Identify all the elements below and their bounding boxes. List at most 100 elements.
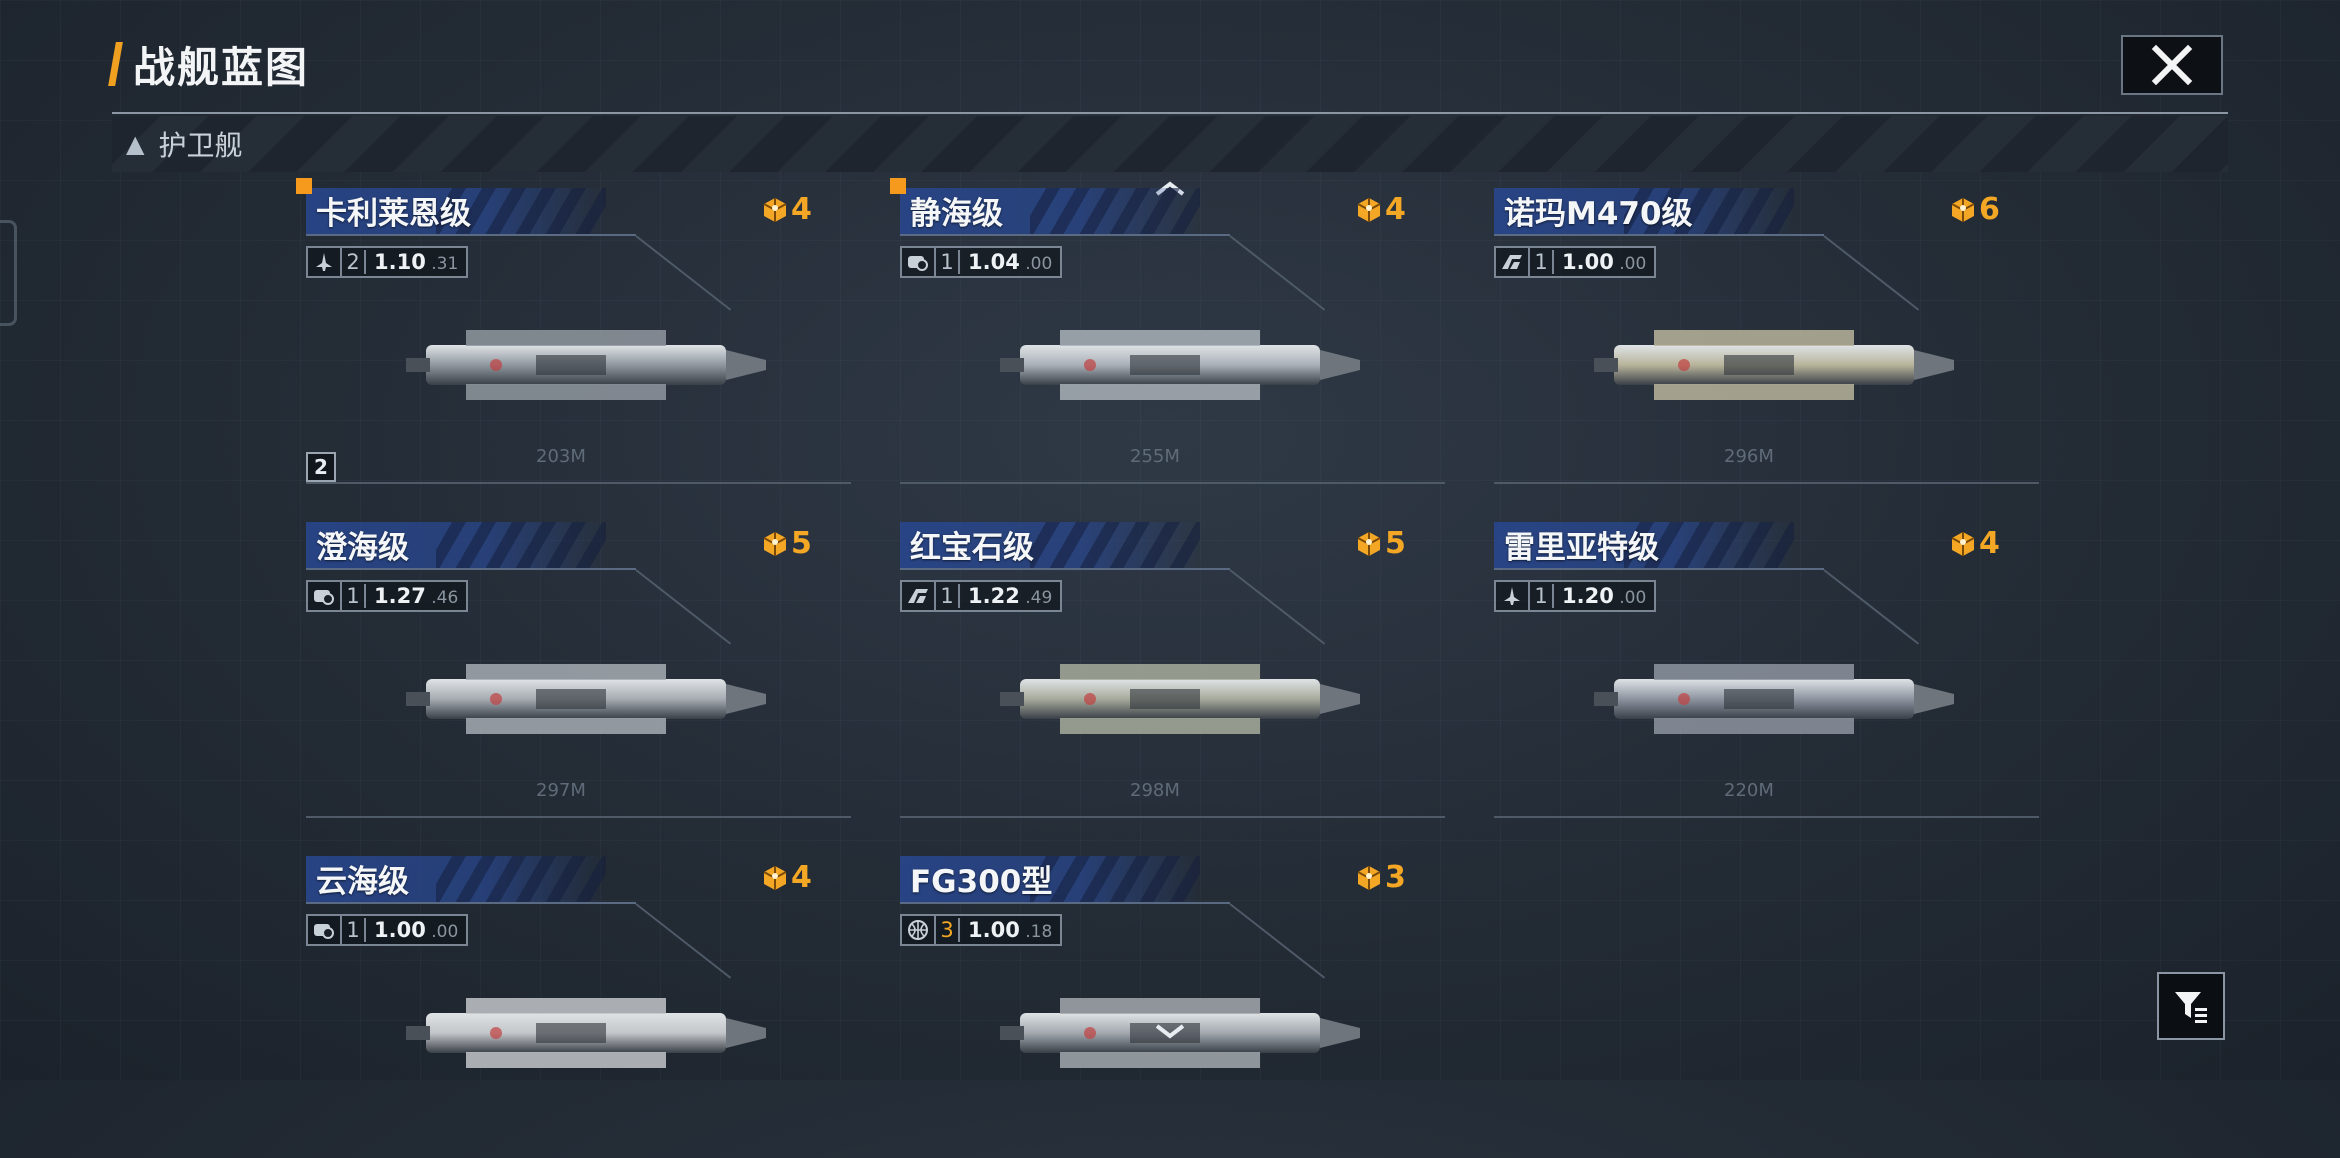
- ship-tier: 3: [936, 918, 960, 942]
- ship-tier: 1: [1530, 250, 1554, 274]
- filter-button[interactable]: [2157, 972, 2225, 1040]
- ship-name-bar: [1494, 522, 1794, 568]
- ship-image-container: [1574, 290, 1974, 444]
- ship-card-fg300[interactable]: FG300型 3 3 1.00 .18: [900, 848, 1445, 1158]
- ship-blueprint-image: [1000, 664, 1360, 734]
- ship-length-label: 203M: [536, 446, 586, 467]
- ship-name: 云海级: [316, 864, 409, 900]
- globe-icon: [902, 916, 936, 944]
- stat-main-value: 1.04: [968, 250, 1020, 274]
- ship-length-scale: [1494, 806, 2039, 818]
- stat-sub-value: 49: [1030, 588, 1053, 608]
- category-toggle-frigate[interactable]: ▲ 护卫舰: [112, 116, 2228, 172]
- ship-length-scale: [306, 806, 851, 818]
- ship-blueprint-image: [1594, 330, 1954, 400]
- blueprint-cost: 4: [761, 860, 812, 895]
- category-label: 护卫舰: [158, 129, 243, 162]
- resource-cube-icon: [763, 197, 787, 222]
- ship-name-bar: [306, 188, 606, 234]
- new-flag-marker: [296, 178, 312, 194]
- ship-length-scale: [900, 472, 1445, 484]
- name-underline: [306, 568, 636, 570]
- cost-value: 4: [1979, 526, 2000, 561]
- ship-name-bar: [1494, 188, 1794, 234]
- fighter-icon: [308, 248, 342, 276]
- ship-image-container: [980, 624, 1380, 778]
- close-icon: [2151, 44, 2193, 86]
- ship-length-label: 297M: [536, 780, 586, 801]
- ship-card-kalilaine[interactable]: 卡利莱恩级 4 2 1.10 .31 203M 2: [296, 178, 851, 490]
- ship-length-label: 298M: [1130, 780, 1180, 801]
- ship-stat-value: 1.20 .00: [1562, 584, 1647, 608]
- resource-cube-icon: [763, 865, 787, 890]
- stat-main-value: 1.20: [1562, 584, 1614, 608]
- stat-main-value: 1.10: [374, 250, 426, 274]
- shield-icon: [308, 916, 342, 944]
- ship-length-label: 296M: [1724, 446, 1774, 467]
- ship-tier: 1: [342, 918, 366, 942]
- ship-blueprint-image: [406, 664, 766, 734]
- cost-value: 4: [791, 192, 812, 227]
- stat-sub-value: 31: [436, 254, 459, 274]
- left-edge-bracket: [0, 220, 17, 326]
- close-button[interactable]: [2121, 35, 2223, 95]
- stat-main-value: 1.22: [968, 584, 1020, 608]
- cost-value: 3: [1385, 860, 1406, 895]
- stat-main-value: 1.00: [1562, 250, 1614, 274]
- stat-sub-value: 18: [1030, 922, 1053, 942]
- stat-sub-value: 00: [436, 922, 459, 942]
- stat-main-value: 1.00: [374, 918, 426, 942]
- ship-stats-panel: 2 1.10 .31: [306, 246, 469, 278]
- ship-name-bar: [306, 522, 606, 568]
- ship-tier: 2: [342, 250, 366, 274]
- ship-blueprint-image: [406, 998, 766, 1068]
- scroll-down-chevron-icon[interactable]: [1153, 1020, 1187, 1042]
- ship-card-yunhai[interactable]: 云海级 4 1 1.00 .00: [306, 848, 851, 1158]
- ship-stat-value: 1.00 .00: [374, 918, 459, 942]
- ship-name: 静海级: [910, 196, 1003, 232]
- collapse-triangle-icon: ▲: [126, 130, 145, 158]
- ship-name: 雷里亚特级: [1504, 530, 1659, 566]
- ship-name: 诺玛M470级: [1504, 196, 1693, 232]
- blueprint-cost: 6: [1949, 192, 2000, 227]
- ship-tier: 1: [342, 584, 366, 608]
- fighter-icon: [1496, 582, 1530, 610]
- name-underline: [1494, 234, 1824, 236]
- name-underline: [1494, 568, 1824, 570]
- cost-value: 4: [1385, 192, 1406, 227]
- stat-main-value: 1.27: [374, 584, 426, 608]
- stat-sub-value: 00: [1030, 254, 1053, 274]
- ship-blueprint-image: [1594, 664, 1954, 734]
- shield-icon: [902, 248, 936, 276]
- ship-name-bar: [900, 188, 1200, 234]
- blueprint-cost: 5: [761, 526, 812, 561]
- ship-name: 卡利莱恩级: [316, 196, 471, 232]
- name-underline: [900, 234, 1230, 236]
- ship-stat-value: 1.00 .18: [968, 918, 1053, 942]
- ship-tier: 1: [936, 250, 960, 274]
- cost-value: 6: [1979, 192, 2000, 227]
- ship-stats-panel: 1 1.00 .00: [306, 914, 469, 946]
- ship-image-container: [980, 958, 1380, 1112]
- ship-name-bar: [306, 856, 606, 902]
- ship-length-scale: [900, 806, 1445, 818]
- resource-cube-icon: [1951, 531, 1975, 556]
- ship-name: FG300型: [910, 864, 1053, 900]
- ship-name-bar: [900, 856, 1200, 902]
- ship-name: 红宝石级: [910, 530, 1034, 566]
- page-header: 战舰蓝图: [108, 38, 309, 92]
- ship-stat-value: 1.10 .31: [374, 250, 459, 274]
- filter-icon: [2175, 992, 2207, 1023]
- ship-stats-panel: 3 1.00 .18: [900, 914, 1063, 946]
- name-underline: [306, 234, 636, 236]
- ship-length-label: 255M: [1130, 446, 1180, 467]
- ship-image-container: [386, 290, 786, 444]
- resource-cube-icon: [1357, 865, 1381, 890]
